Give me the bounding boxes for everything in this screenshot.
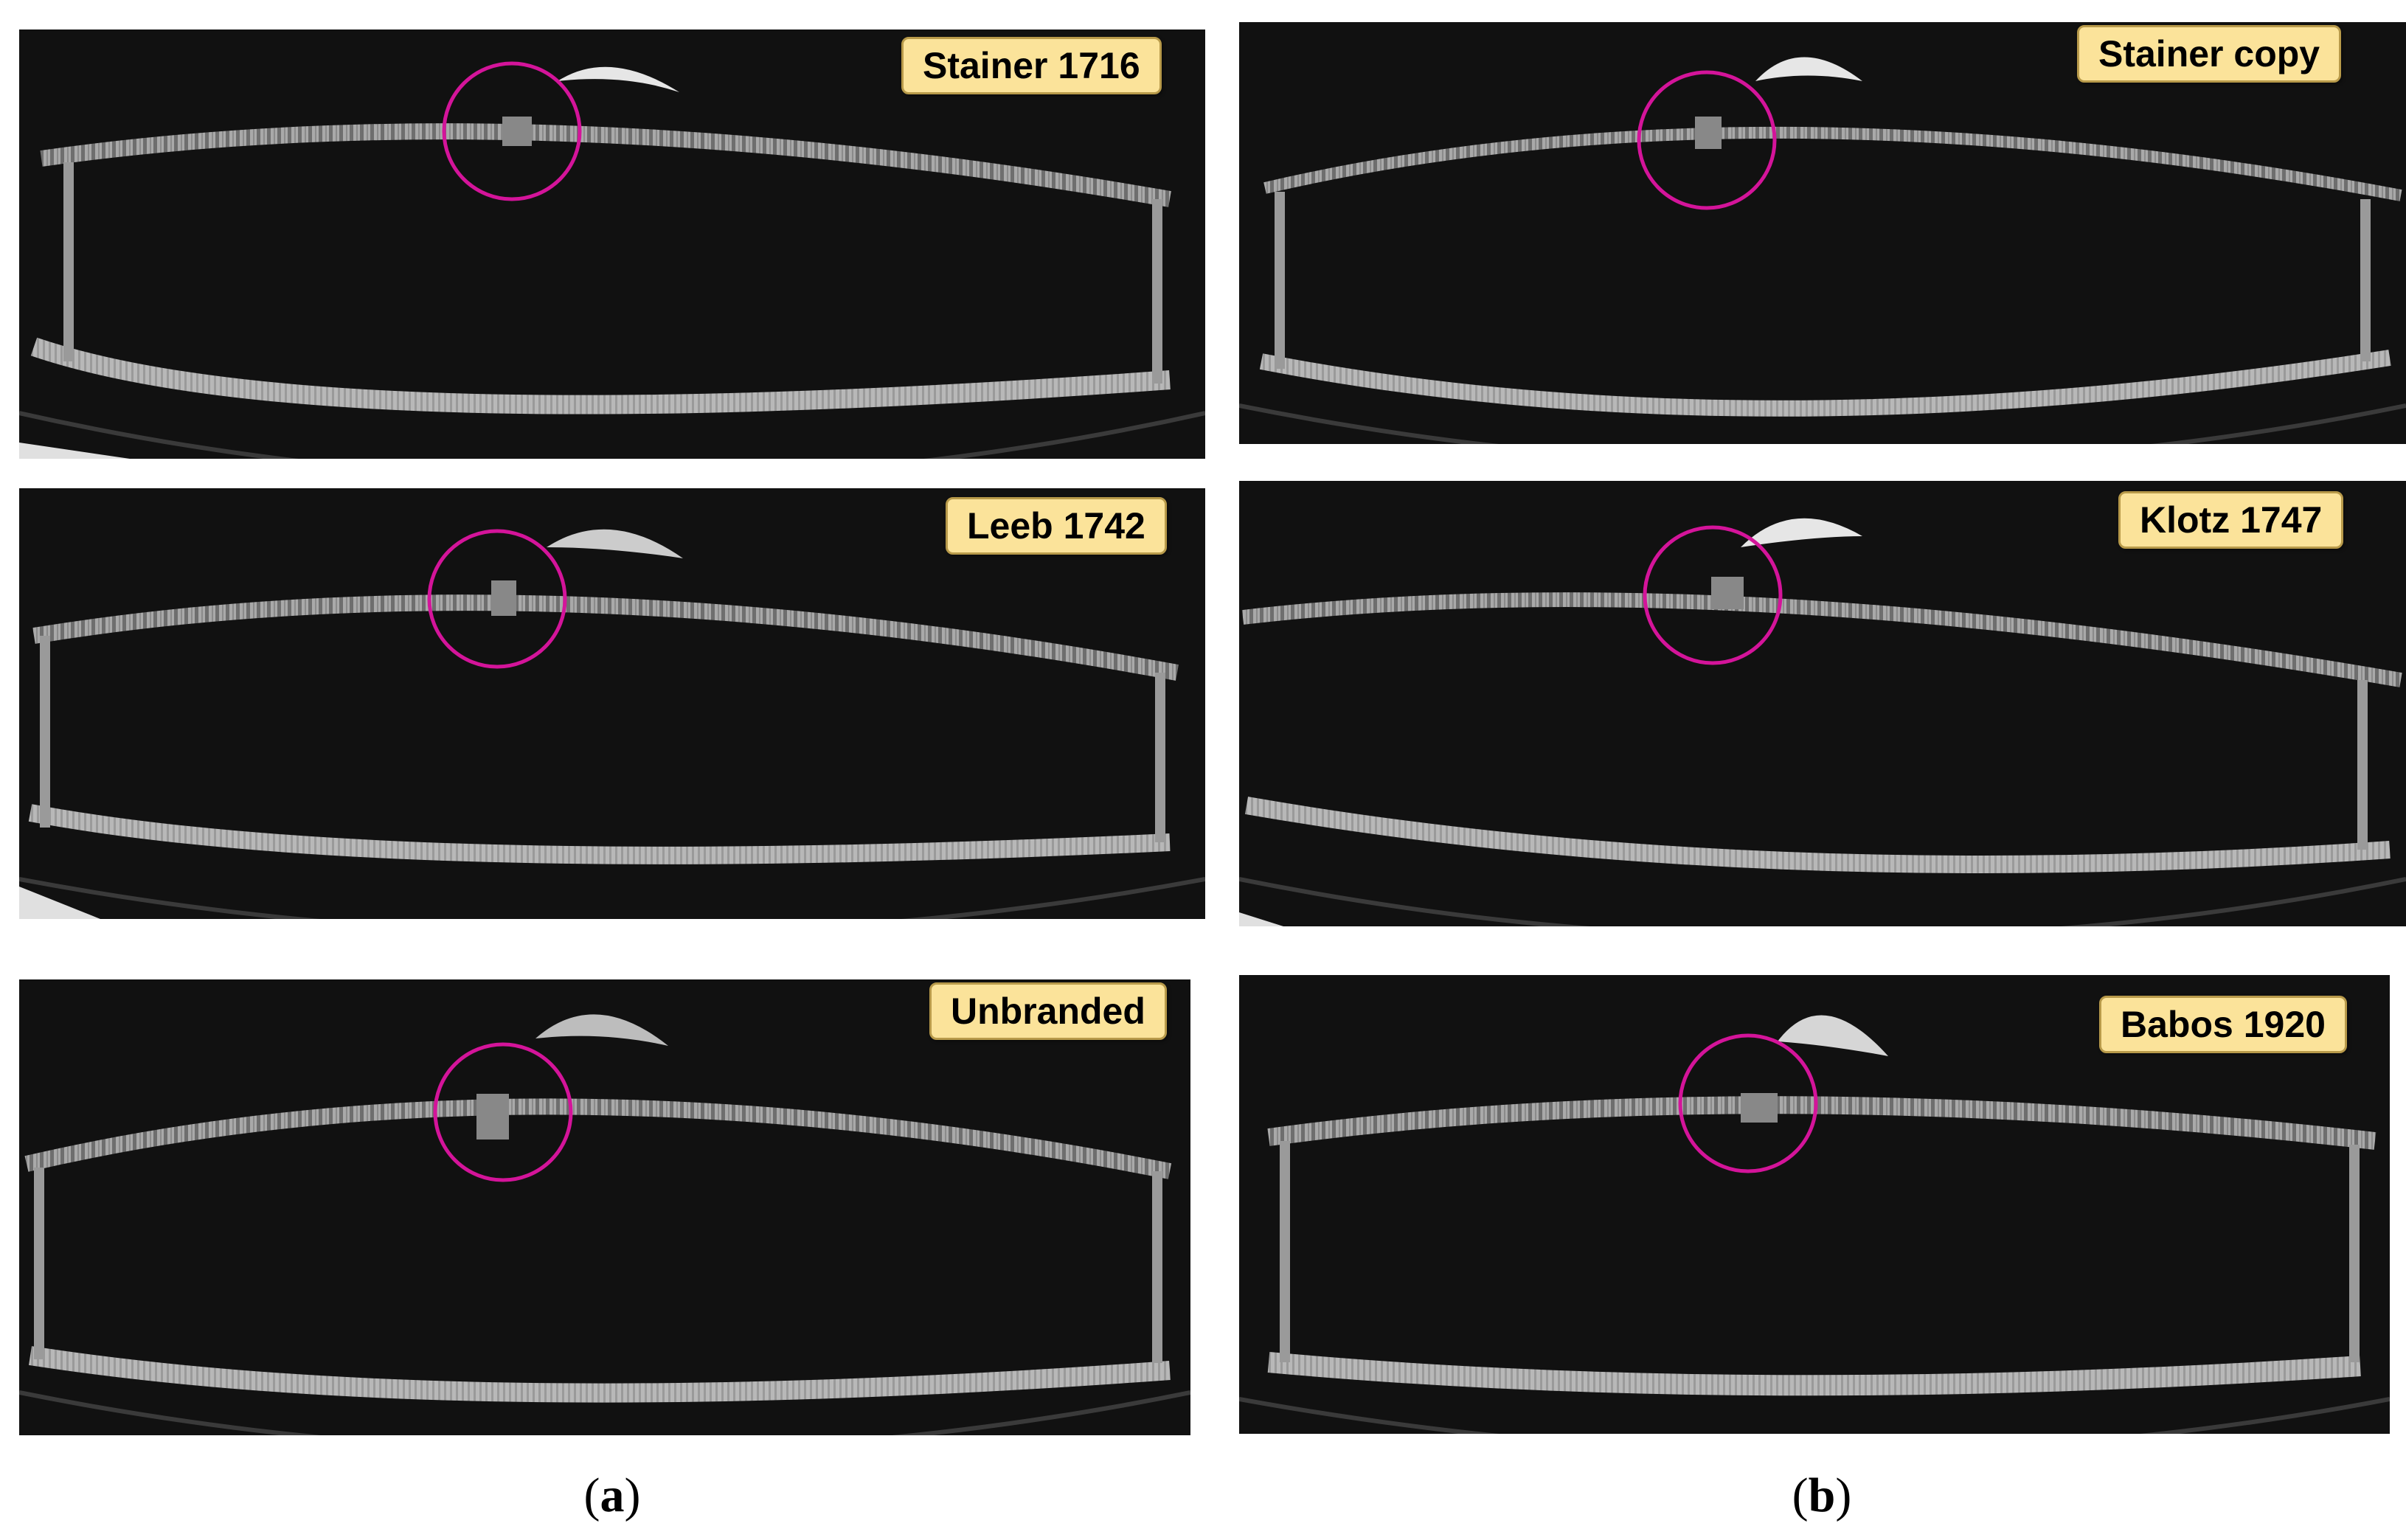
right-rib	[2349, 1145, 2360, 1362]
top-plate	[1263, 126, 2402, 201]
top-plate	[40, 123, 1171, 207]
back-plate	[1267, 1352, 2361, 1396]
bass-bar	[1711, 577, 1744, 609]
top-plate	[1241, 592, 2402, 687]
highlight-circle	[1678, 1033, 1818, 1173]
back-plate	[1244, 797, 2391, 873]
highlight-circle	[433, 1042, 573, 1182]
ct-scan-panel-unbranded: Unbranded	[19, 979, 1190, 1435]
ct-scan-panel-leeb-1742: Leeb 1742	[19, 488, 1205, 919]
left-rib	[34, 1168, 44, 1359]
bass-bar	[491, 580, 516, 616]
left-rib	[40, 636, 50, 828]
top-plate	[32, 594, 1179, 681]
highlight-circle	[1637, 70, 1777, 210]
bass-bar	[476, 1094, 509, 1140]
ct-scan-cross-section	[1239, 518, 2406, 926]
instrument-label: Unbranded	[929, 982, 1167, 1040]
caption-b: (b)	[1792, 1468, 1852, 1522]
instrument-label: Babos 1920	[2099, 996, 2347, 1053]
back-plate	[28, 804, 1171, 864]
top-plate	[24, 1098, 1172, 1179]
back-plate	[29, 1346, 1171, 1403]
ct-scan-cross-section	[1239, 57, 2406, 444]
bridge-foot-shape	[1778, 1015, 1888, 1056]
instrument-label: Stainer 1716	[901, 37, 1162, 94]
bridge-foot-shape	[1755, 57, 1862, 81]
instrument-label: Klotz 1747	[2118, 491, 2344, 549]
instrument-label: Stainer copy	[2077, 25, 2342, 83]
instrument-label: Leeb 1742	[946, 497, 1167, 555]
back-plate	[1259, 350, 2391, 417]
ct-scan-panel-stainer-1716: Stainer 1716	[19, 30, 1205, 459]
ct-scan-cross-section	[19, 1014, 1190, 1435]
ct-scan-cross-section	[19, 61, 1205, 459]
ct-scan-cross-section	[1239, 1015, 2390, 1434]
highlight-circle	[1643, 525, 1783, 665]
bass-bar	[1695, 117, 1722, 149]
ct-scan-panel-babos-1920: Babos 1920	[1239, 975, 2390, 1434]
ct-scan-panel-klotz-1747: Klotz 1747	[1239, 481, 2406, 926]
bass-bar	[1741, 1093, 1778, 1123]
top-plate	[1267, 1096, 2376, 1150]
left-rib	[63, 162, 74, 361]
bass-bar	[502, 117, 532, 146]
back-plate	[30, 337, 1171, 415]
right-rib	[1152, 199, 1162, 384]
right-rib	[2360, 199, 2371, 361]
highlight-circle	[442, 61, 582, 201]
ct-scan-panel-stainer-copy: Stainer copy	[1239, 22, 2406, 444]
bridge-foot-shape	[535, 1014, 668, 1046]
right-rib	[1155, 673, 1165, 842]
highlight-circle	[427, 529, 567, 669]
right-rib	[2357, 680, 2368, 850]
bridge-foot-shape	[547, 529, 683, 558]
bridge-foot-shape	[558, 66, 679, 92]
left-rib	[1280, 1141, 1290, 1362]
caption-a: (a)	[583, 1468, 641, 1522]
ct-scan-cross-section	[19, 529, 1205, 919]
bridge-foot-shape	[1741, 518, 1862, 547]
left-rib	[1275, 192, 1285, 369]
right-rib	[1152, 1171, 1162, 1363]
